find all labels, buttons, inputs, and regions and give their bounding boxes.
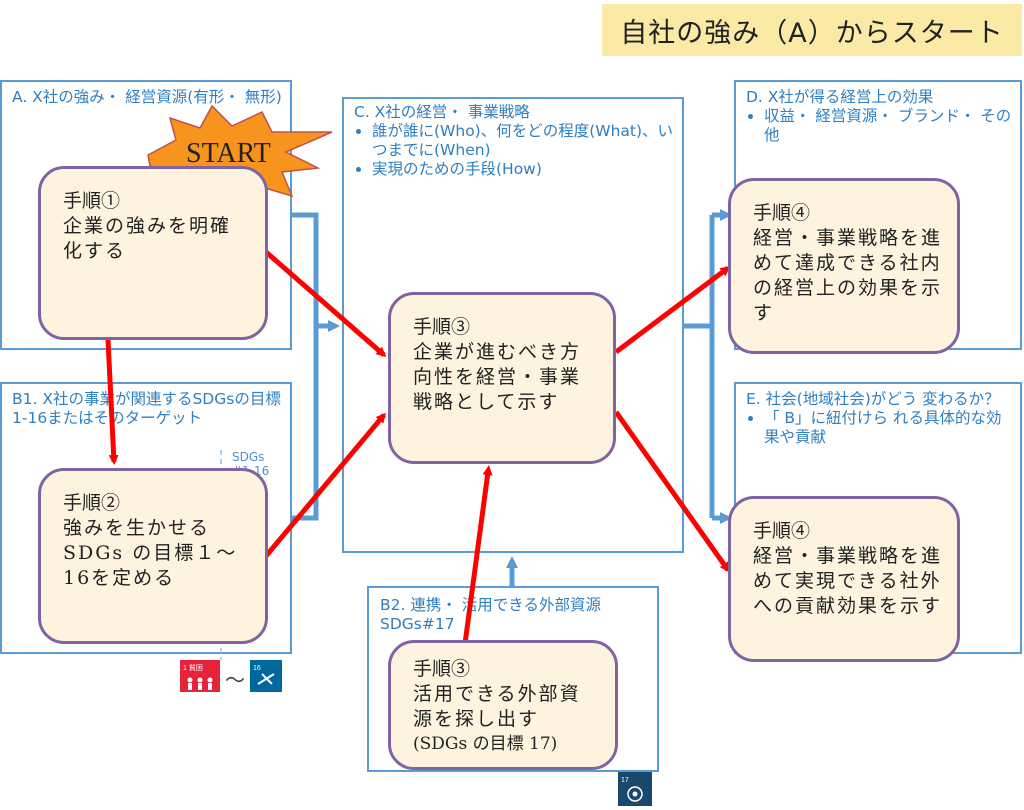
frame-c-bullet: 誰が誰に(Who)、何をどの程度(What)、いつまでに(When): [372, 122, 674, 160]
step-3b-box: 手順③ 活用できる外部資源を探し出す (SDGs の目標 17): [388, 640, 618, 770]
sdg-goal-17-glyph: 17: [621, 777, 643, 802]
frame-c-bullet: 実現のための手段(How): [372, 160, 674, 179]
step-number: 手順③: [413, 316, 471, 338]
step-number: 手順④: [753, 202, 811, 224]
red-arrow-step3-step3b: [457, 465, 493, 669]
step-2-box: 手順② 強みを生かせるSDGs の目標１〜16を定める: [38, 468, 268, 644]
step-text: 強みを生かせるSDGs の目標１〜16を定める: [63, 517, 238, 589]
red-arrow-step2-to-step3: [264, 412, 386, 558]
sdg-goal-1-glyph: 1 貧困: [183, 663, 213, 690]
sdg-label-top: SDGs: [232, 450, 265, 464]
frame-e-text: E. 社会(地域社会)がどう 変わるか？ 「 B」に紐付けら れる具体的な効果や…: [746, 390, 1016, 447]
red-arrow-step3-to-step4a: [614, 266, 731, 354]
frame-e-bullet: 「 B」に紐付けら れる具体的な効果や貢献: [764, 409, 1016, 447]
blue-connector-left: [292, 212, 319, 521]
sdg-range-tilde: 〜: [225, 668, 245, 692]
step-number: 手順①: [63, 190, 121, 212]
step-text: 経営・事業戦略を進めて実現できる社外への貢献効果を示す: [753, 545, 943, 617]
sdg-goal-17-icon: 17: [618, 772, 652, 806]
sdg-goal-16-glyph: 16: [253, 665, 275, 685]
frame-d-text: D. X社が得る経営上の効果 収益・ 経営資源・ ブランド・ その他: [746, 88, 1016, 145]
step-number: 手順③: [413, 658, 471, 680]
frame-c-title: C. X社の経営・ 事業戦略: [354, 103, 530, 121]
step-text: 活用できる外部資源を探し出す: [413, 683, 581, 730]
step-note: (SDGs の目標 17): [413, 734, 558, 754]
start-label: START: [186, 138, 271, 169]
step-number: 手順②: [63, 492, 121, 514]
svg-text:16: 16: [253, 665, 261, 672]
sdg-goal-16-icon: 16: [250, 660, 282, 692]
frame-a-title: A. X社の強み・ 経営資源(有形・ 無形): [12, 88, 282, 106]
step-text: 企業が進むべき方向性を経営・事業戦略として示す: [413, 341, 582, 413]
svg-text:17: 17: [621, 777, 629, 784]
step-3-box: 手順③ 企業が進むべき方向性を経営・事業戦略として示す: [388, 292, 616, 464]
frame-d-bullet: 収益・ 経営資源・ ブランド・ その他: [764, 107, 1016, 145]
frame-d-title: D. X社が得る経営上の効果: [746, 88, 934, 106]
frame-e-title: E. 社会(地域社会)がどう 変わるか？: [746, 390, 1000, 408]
red-arrow-step3-to-step4b: [613, 410, 731, 573]
step-number: 手順④: [753, 520, 811, 542]
step-4a-box: 手順④ 経営・事業戦略を進めて達成できる社内の経営上の効果を示す: [728, 178, 960, 354]
sdg-goal-1-icon: 1 貧困: [180, 660, 220, 692]
frame-b1-title: B1. X社の事業が関連するSDGsの目標1-16またはそのターゲット: [12, 390, 281, 427]
svg-text:1 貧困: 1 貧困: [183, 663, 203, 672]
step-1-box: 手順① 企業の強みを明確化する: [38, 166, 268, 340]
frame-c-text: C. X社の経営・ 事業戦略 誰が誰に(Who)、何をどの程度(What)、いつ…: [354, 103, 674, 179]
step-4b-box: 手順④ 経営・事業戦略を進めて実現できる社外への貢献効果を示す: [728, 496, 960, 662]
step-text: 経営・事業戦略を進めて達成できる社内の経営上の効果を示す: [753, 227, 943, 324]
page-title-banner: 自社の強み（A）からスタート: [602, 4, 1022, 56]
red-arrow-step1-to-step2: [105, 339, 119, 465]
step-text: 企業の強みを明確化する: [63, 215, 232, 262]
red-arrow-step1-to-step3: [264, 250, 387, 357]
